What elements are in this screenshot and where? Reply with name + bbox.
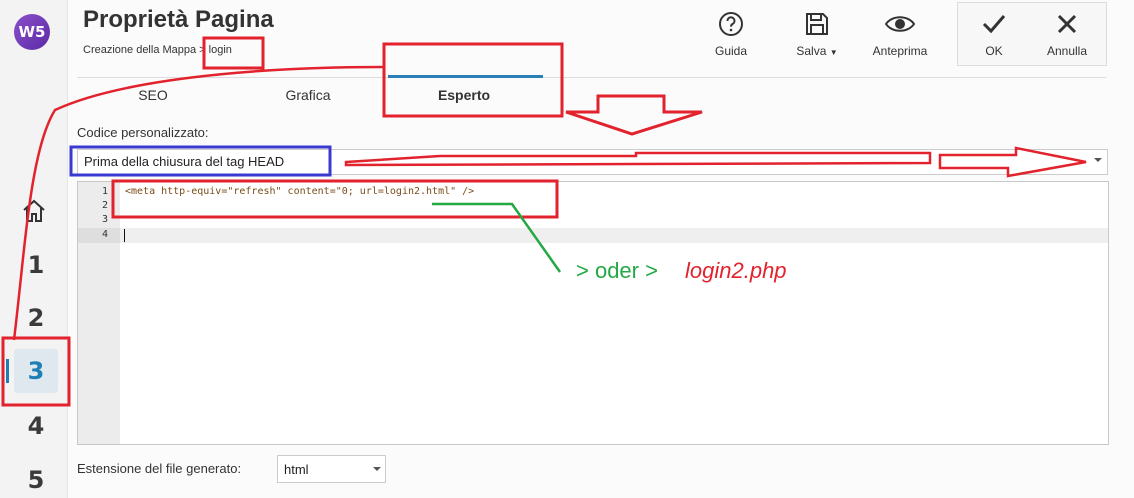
file-extension-select[interactable]: html xyxy=(277,455,386,483)
tab-seo[interactable]: SEO xyxy=(138,87,168,103)
close-icon xyxy=(1057,14,1077,34)
chevron-down-icon: ▼ xyxy=(829,48,838,57)
step-4[interactable]: 4 xyxy=(27,412,45,440)
step-3[interactable]: 3 xyxy=(6,349,58,393)
annotation-or-text: > oder > xyxy=(576,258,658,283)
header-divider xyxy=(77,77,1106,78)
ok-button[interactable]: OK xyxy=(959,8,1029,68)
file-extension-label: Estensione del file generato: xyxy=(77,461,242,476)
line-number: 3 xyxy=(101,214,108,225)
floppy-disk-icon xyxy=(806,13,828,35)
tab-esperto[interactable]: Esperto xyxy=(437,87,491,103)
active-tab-indicator xyxy=(388,75,543,78)
cancel-label: Annulla xyxy=(1046,44,1088,58)
active-line-highlight xyxy=(120,228,1108,243)
step-sidebar: W5 1 2 3 4 5 xyxy=(0,0,68,498)
code-position-select[interactable]: Prima della chiusura del tag HEAD xyxy=(77,149,1108,175)
code-line-1[interactable]: <meta http-equiv="refresh" content="0; u… xyxy=(125,186,475,197)
line-number: 1 xyxy=(101,186,108,197)
breadcrumb: Creazione della Mappa > login xyxy=(83,44,232,56)
preview-button[interactable]: Anteprima xyxy=(865,8,935,68)
tab-grafica[interactable]: Grafica xyxy=(285,87,331,103)
checkmark-icon xyxy=(982,15,1006,34)
help-label: Guida xyxy=(714,44,748,58)
step-5[interactable]: 5 xyxy=(27,466,45,494)
help-button[interactable]: Guida xyxy=(696,8,766,68)
cancel-button[interactable]: Annulla xyxy=(1032,8,1102,68)
website-x5-logo: W5 xyxy=(14,14,50,50)
line-number: 2 xyxy=(101,200,108,211)
dialog-actions xyxy=(957,2,1107,66)
line-number: 4 xyxy=(101,229,108,240)
home-icon[interactable] xyxy=(20,197,48,225)
step-2[interactable]: 2 xyxy=(27,304,45,332)
help-icon xyxy=(719,12,743,36)
code-editor[interactable]: 1 2 3 4 <meta http-equiv="refresh" conte… xyxy=(77,181,1109,445)
page-title: Proprietà Pagina xyxy=(83,6,274,33)
preview-label: Anteprima xyxy=(872,44,928,58)
save-label: Salva xyxy=(796,44,827,58)
chevron-down-icon[interactable] xyxy=(373,467,381,471)
step-1[interactable]: 1 xyxy=(27,251,45,279)
text-caret xyxy=(124,229,125,242)
save-button[interactable]: Salva ▼ xyxy=(782,8,852,68)
eye-icon xyxy=(884,16,916,32)
annotation-filename-text: login2.php xyxy=(685,258,787,283)
custom-code-label: Codice personalizzato: xyxy=(77,125,209,140)
chevron-down-icon[interactable] xyxy=(1094,158,1102,162)
ok-label: OK xyxy=(985,44,1003,58)
